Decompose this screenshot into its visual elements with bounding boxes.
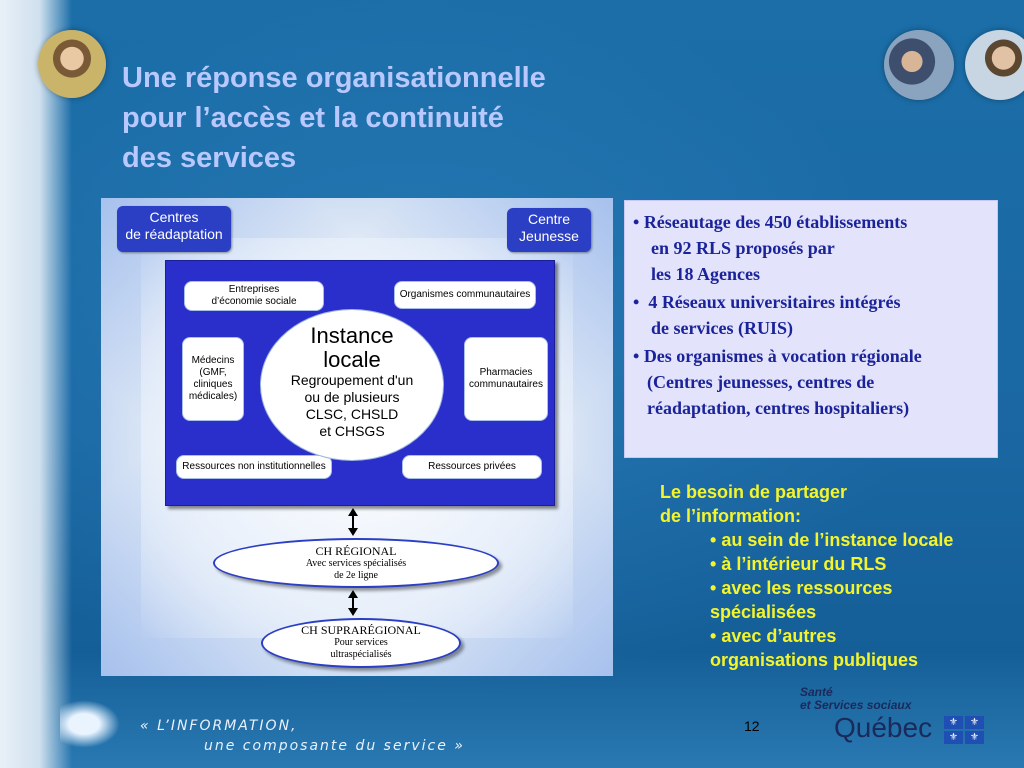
entreprises-box: Entreprises d’économie sociale: [184, 281, 324, 311]
instance-locale-ellipse: Instance locale Regroupement d'un ou de …: [260, 309, 444, 461]
medecins-line-3: cliniques: [193, 379, 233, 390]
tagline-line-1: « L’INFORMATION,: [140, 718, 298, 734]
logo-name: Québec: [834, 712, 933, 743]
info-3-line-2: (Centres jeunesses, centres de: [647, 372, 875, 392]
instance-line-1: Regroupement d'un: [290, 372, 414, 388]
info-3-line-3: réadaptation, centres hospitaliers): [647, 398, 910, 418]
ressources-ni-label: Ressources non institutionnelles: [182, 461, 326, 472]
medecins-line-1: Médecins: [191, 355, 235, 366]
ressources-p-label: Ressources privées: [428, 461, 516, 472]
title-line-3: des services: [122, 142, 297, 174]
centre-jeunesse-box: Centre Jeunesse: [507, 208, 591, 252]
instance-title-1: Instance: [310, 323, 394, 348]
instance-line-2: ou de plusieurs: [304, 389, 400, 405]
info-item-2: • 4 Réseaux universitaires intégrés de s…: [633, 289, 997, 341]
instance-line-3: CLSC, CHSLD: [305, 406, 399, 422]
medecins-line-4: médicales): [188, 391, 238, 402]
regional-line-2: de 2e ligne: [334, 570, 378, 581]
needs-bullet-4b: organisations publiques: [710, 650, 919, 670]
information-needs: Le besoin de partager de l’information: …: [660, 480, 1010, 672]
title-line-1: Une réponse organisationnelle: [122, 62, 546, 94]
ch-supraregional-oval: CH SUPRARÉGIONAL Pour services ultraspéc…: [261, 618, 461, 668]
info-2-line-1: 4 Réseaux universitaires intégrés: [648, 292, 901, 312]
needs-bullet-1: au sein de l’instance locale: [721, 530, 954, 550]
logo-line-1: Santé: [800, 685, 833, 699]
info-2-line-2: de services (RUIS): [651, 318, 793, 338]
pharmacies-line-1: Pharmacies: [479, 367, 533, 378]
needs-bullet-4a: avec d’autres: [721, 626, 837, 646]
double-arrow-icon: [348, 590, 358, 616]
info-1-line-3: les 18 Agences: [651, 264, 760, 284]
logo-ministry: Santé et Services sociaux: [800, 686, 911, 712]
ressources-non-institutionnelles-box: Ressources non institutionnelles: [176, 455, 332, 479]
man-portrait-photo: [965, 30, 1024, 100]
title-line-2: pour l’accès et la continuité: [122, 102, 504, 134]
instance-line-4: et CHSGS: [319, 423, 385, 439]
needs-bullet-3a: avec les ressources: [721, 578, 893, 598]
info-item-1: • Réseautage des 450 établissements en 9…: [633, 209, 997, 287]
needs-line-1: Le besoin de partager: [660, 482, 848, 502]
fleur-de-lis-flag-icon: ⚜⚜⚜⚜: [944, 716, 984, 744]
footer-tagline: « L’INFORMATION, une composante du servi…: [140, 716, 465, 756]
corner-right-line-1: Centre: [527, 211, 571, 227]
info-item-3: • Des organismes à vocation régionale (C…: [633, 343, 997, 421]
page-number: 12: [744, 718, 760, 734]
organization-diagram: Centres de réadaptation Centre Jeunesse …: [101, 198, 613, 676]
man-computer-photo: [884, 30, 954, 100]
pharmacies-line-2: communautaires: [469, 379, 543, 390]
supra-line-2: ultraspécialisés: [330, 649, 392, 660]
needs-line-2: de l’information:: [660, 506, 801, 526]
info-1-line-1: Réseautage des 450 établissements: [643, 212, 908, 232]
ressources-privees-box: Ressources privées: [402, 455, 542, 479]
info-1-line-2: en 92 RLS proposés par: [651, 238, 835, 258]
organismes-box: Organismes communautaires: [394, 281, 536, 309]
slide-title: Une réponse organisationnelle pour l’acc…: [122, 58, 642, 178]
instance-title-2: locale: [323, 347, 381, 372]
pharmacies-box: Pharmacies communautaires: [464, 337, 548, 421]
regional-head: CH RÉGIONAL: [315, 544, 397, 558]
woman-photo: [38, 30, 106, 98]
quebec-logo: Santé et Services sociaux Québec ⚜⚜⚜⚜: [800, 686, 1000, 756]
medecins-line-2: (GMF,: [199, 367, 227, 378]
needs-bullet-3b: spécialisées: [710, 602, 817, 622]
supra-head: CH SUPRARÉGIONAL: [301, 623, 421, 637]
info-box: • Réseautage des 450 établissements en 9…: [624, 200, 998, 458]
double-arrow-icon: [348, 508, 358, 536]
needs-bullet-2: à l’intérieur du RLS: [721, 554, 887, 574]
network-cable-icon: [60, 700, 120, 748]
logo-line-2: et Services sociaux: [800, 698, 912, 712]
local-network-panel: Entreprises d’économie sociale Organisme…: [165, 260, 555, 506]
corner-left-line-2: de réadaptation: [125, 226, 223, 242]
medecins-box: Médecins (GMF, cliniques médicales): [182, 337, 244, 421]
tagline-line-2: une composante du service »: [204, 738, 465, 754]
entreprises-line-2: d’économie sociale: [211, 296, 297, 307]
corner-left-line-1: Centres: [149, 209, 199, 225]
entreprises-line-1: Entreprises: [228, 284, 280, 295]
corner-right-line-2: Jeunesse: [519, 228, 579, 244]
ch-regional-oval: CH RÉGIONAL Avec services spécialisés de…: [213, 538, 499, 588]
supra-line-1: Pour services: [334, 637, 388, 648]
organismes-label: Organismes communautaires: [399, 289, 531, 300]
regional-line-1: Avec services spécialisés: [305, 558, 407, 569]
centres-readaptation-box: Centres de réadaptation: [117, 206, 231, 252]
left-decorative-band: [0, 0, 72, 768]
info-3-line-1: Des organismes à vocation régionale: [643, 346, 922, 366]
